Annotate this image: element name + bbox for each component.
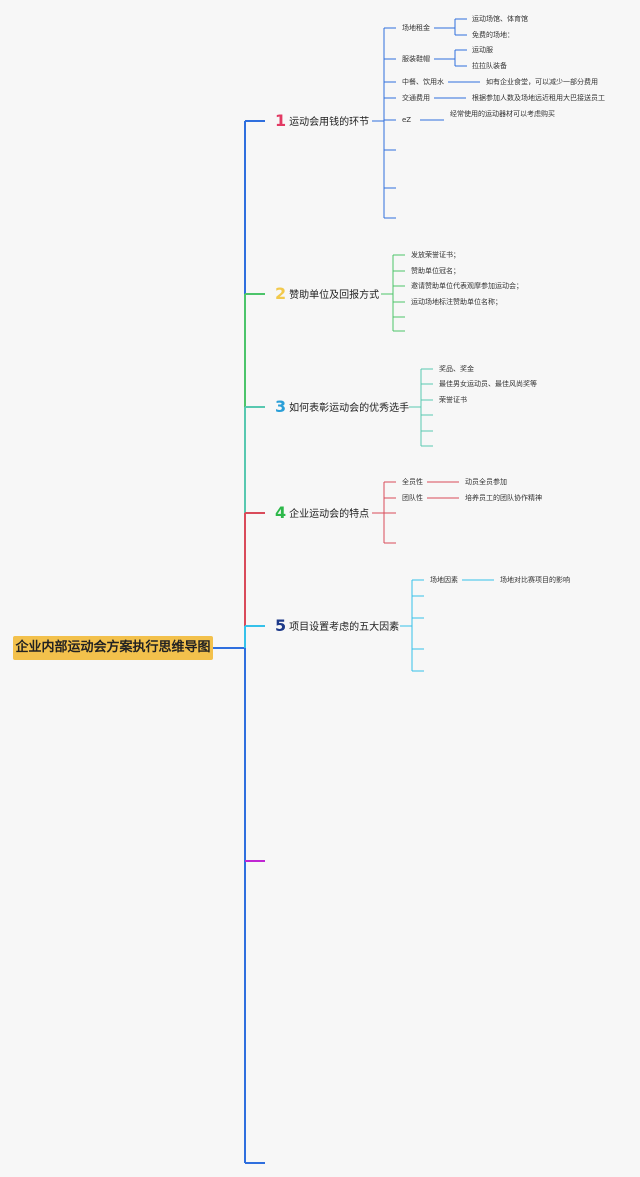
item-2-4[interactable]: 运动场地标注赞助单位名称； — [411, 298, 502, 306]
item-1-5[interactable]: eZ — [402, 116, 412, 124]
child-node[interactable]: 运动服 — [472, 46, 493, 54]
item-3-1[interactable]: 奖品、奖金 — [439, 365, 474, 373]
branch-label: 运动会用钱的环节 — [289, 117, 370, 128]
item-4-1[interactable]: 全员性 — [402, 478, 423, 486]
child-node[interactable]: 拉拉队装备 — [472, 62, 507, 70]
item-2-1[interactable]: 发放荣誉证书； — [411, 251, 460, 259]
child-node[interactable]: 场地对比赛项目的影响 — [500, 576, 570, 584]
branch-number: 2 — [275, 284, 287, 303]
item-3-3[interactable]: 荣誉证书 — [439, 396, 467, 404]
child-node[interactable]: 免费的场地： — [472, 31, 514, 39]
branch-number: 4 — [275, 503, 287, 522]
branch-number: 3 — [275, 397, 287, 416]
item-3-2[interactable]: 最佳男女运动员、最佳风尚奖等 — [439, 380, 537, 388]
child-node[interactable]: 根据参加人数及场地远近租用大巴接送员工 — [472, 94, 605, 102]
branch-label: 企业运动会的特点 — [289, 509, 370, 520]
branch-label: 项目设置考虑的五大因素 — [289, 622, 400, 633]
branch-label: 赞助单位及回报方式 — [289, 290, 380, 301]
branch-label: 如何表彰运动会的优秀选手 — [289, 403, 410, 414]
item-1-3[interactable]: 中餐、饮用水 — [402, 78, 444, 86]
item-2-3[interactable]: 邀请赞助单位代表观摩参加运动会； — [411, 282, 523, 290]
item-1-4[interactable]: 交通费用 — [402, 94, 430, 102]
branch-number: 1 — [275, 111, 287, 130]
item-2-2[interactable]: 赞助单位冠名； — [411, 267, 460, 275]
child-node[interactable]: 如有企业食堂，可以减少一部分费用 — [486, 78, 598, 86]
item-1-2[interactable]: 服装鞋帽 — [402, 55, 430, 63]
child-node[interactable]: 运动场馆、体育馆 — [472, 15, 528, 23]
branch-number: 5 — [275, 616, 287, 635]
root-node[interactable]: 企业内部运动会方案执行思维导图 — [13, 636, 213, 660]
child-node[interactable]: 经常使用的运动器材可以考虑购买 — [450, 110, 555, 118]
item-4-2[interactable]: 团队性 — [402, 494, 423, 502]
child-node[interactable]: 动员全员参加 — [465, 478, 507, 486]
item-5-1[interactable]: 场地因素 — [430, 576, 458, 584]
item-1-1[interactable]: 场地租金 — [402, 24, 430, 32]
child-node[interactable]: 培养员工的团队协作精神 — [465, 494, 542, 502]
